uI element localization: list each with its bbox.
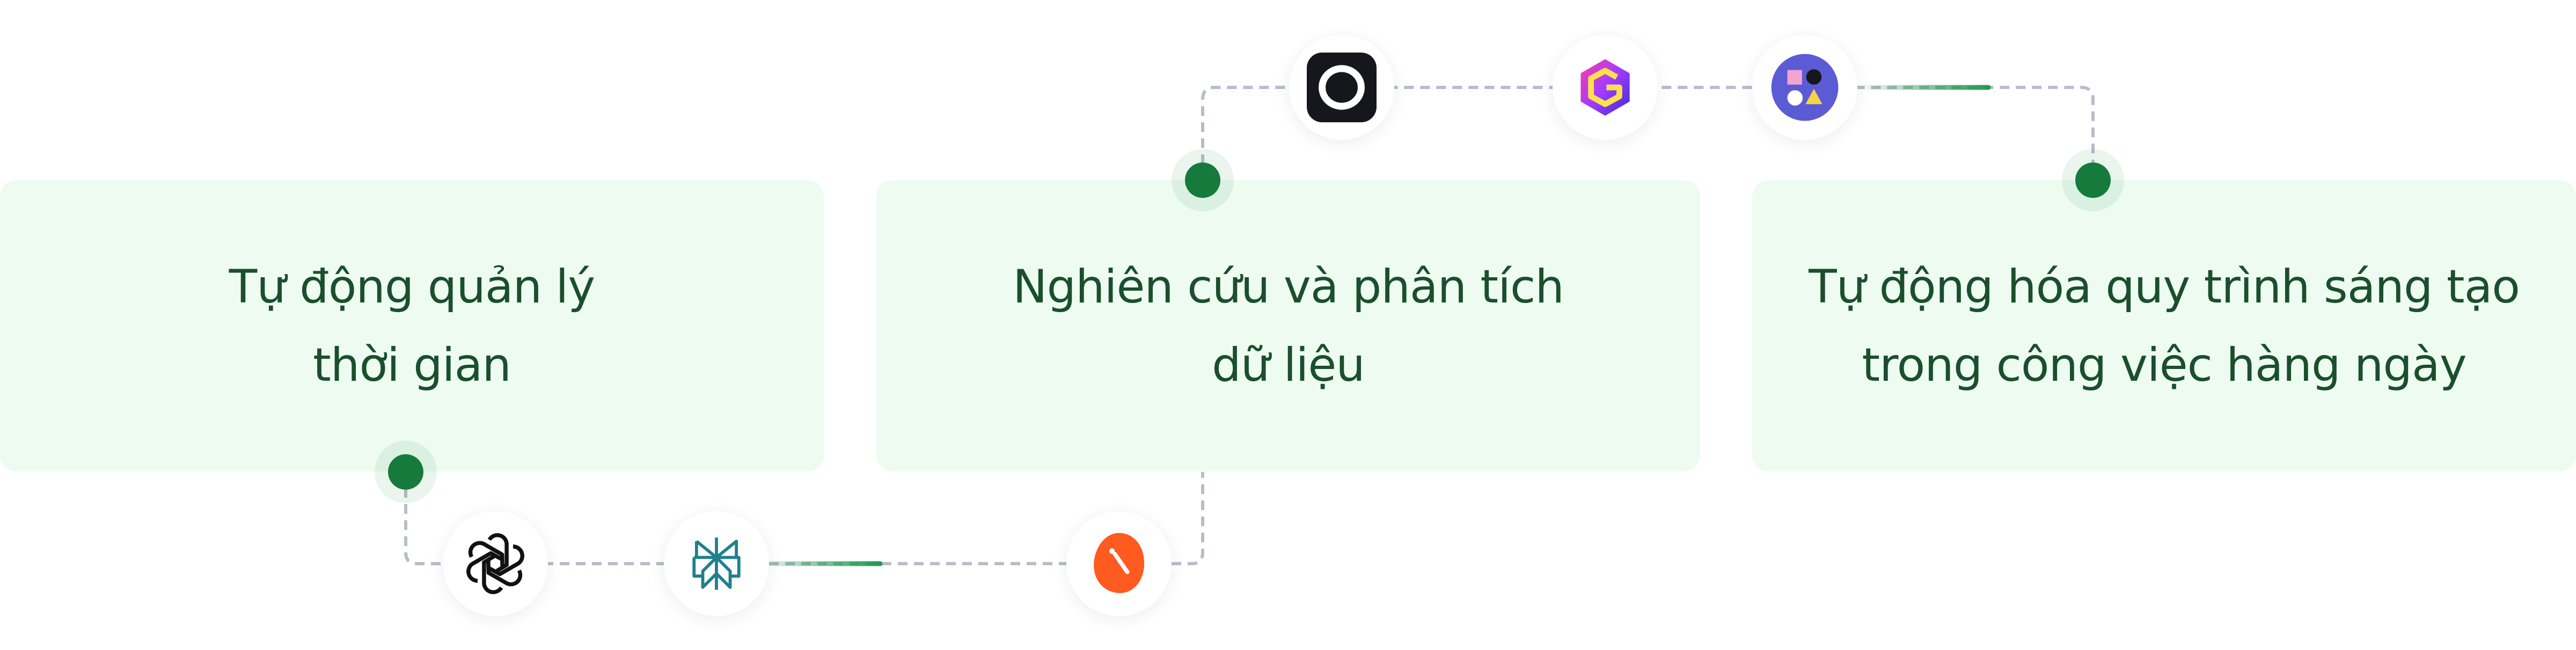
card-title-line: Tự động quản lý <box>229 260 595 314</box>
openai-logo-icon <box>443 511 548 616</box>
shapes-app-logo-icon <box>1752 35 1857 140</box>
node-card-1 <box>375 441 437 503</box>
gamma-logo-icon <box>1553 35 1658 140</box>
card-title: Tự động quản lý thời gian <box>32 248 792 404</box>
node-card-2 <box>1172 149 1234 211</box>
card-title-line: trong công việc hàng ngày <box>1862 338 2467 392</box>
ring-app-logo-icon <box>1289 35 1394 140</box>
perplexity-logo-icon <box>664 511 769 616</box>
card-data-research: Nghiên cứu và phân tích dữ liệu <box>876 180 1700 471</box>
card-title: Nghiên cứu và phân tích dữ liệu <box>909 248 1668 404</box>
node-dot <box>2075 162 2111 198</box>
card-title: Tự động hóa quy trình sáng tạo trong côn… <box>1784 248 2544 404</box>
card-title-line: dữ liệu <box>1212 338 1365 392</box>
card-title-line: thời gian <box>313 338 511 392</box>
card-title-line: Nghiên cứu và phân tích <box>1013 260 1564 314</box>
node-card-3 <box>2062 149 2124 211</box>
node-dot <box>388 454 423 490</box>
clockwise-logo-icon <box>1066 511 1172 616</box>
card-creative-automation: Tự động hóa quy trình sáng tạo trong côn… <box>1752 180 2576 471</box>
card-title-line: Tự động hóa quy trình sáng tạo <box>1809 260 2520 314</box>
card-time-management: Tự động quản lý thời gian <box>0 180 824 471</box>
node-dot <box>1185 162 1220 198</box>
